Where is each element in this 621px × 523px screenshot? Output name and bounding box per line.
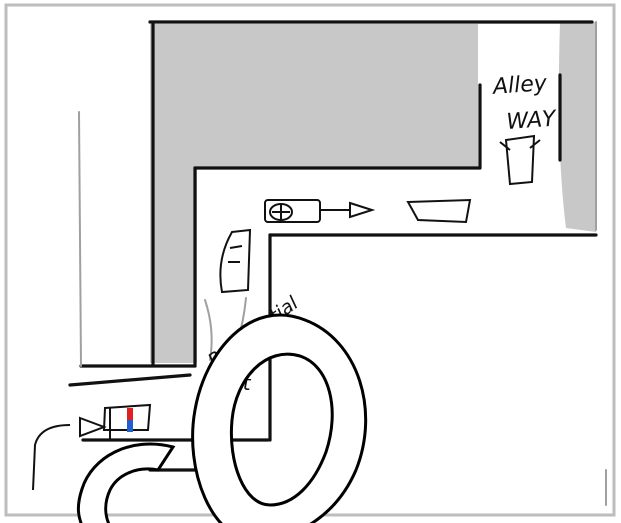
watermark-logo (78, 315, 365, 523)
car-icon-ahead (408, 200, 470, 222)
car-icon-main (265, 200, 320, 222)
direction-arrow-icon (320, 203, 372, 217)
car-icon-alley (500, 136, 540, 184)
alley-way-label: Alley WAY (490, 71, 558, 136)
alley-label-line2: WAY (506, 106, 558, 134)
alley-label-line1: Alley (490, 71, 548, 100)
car-icon-turning (220, 230, 250, 292)
